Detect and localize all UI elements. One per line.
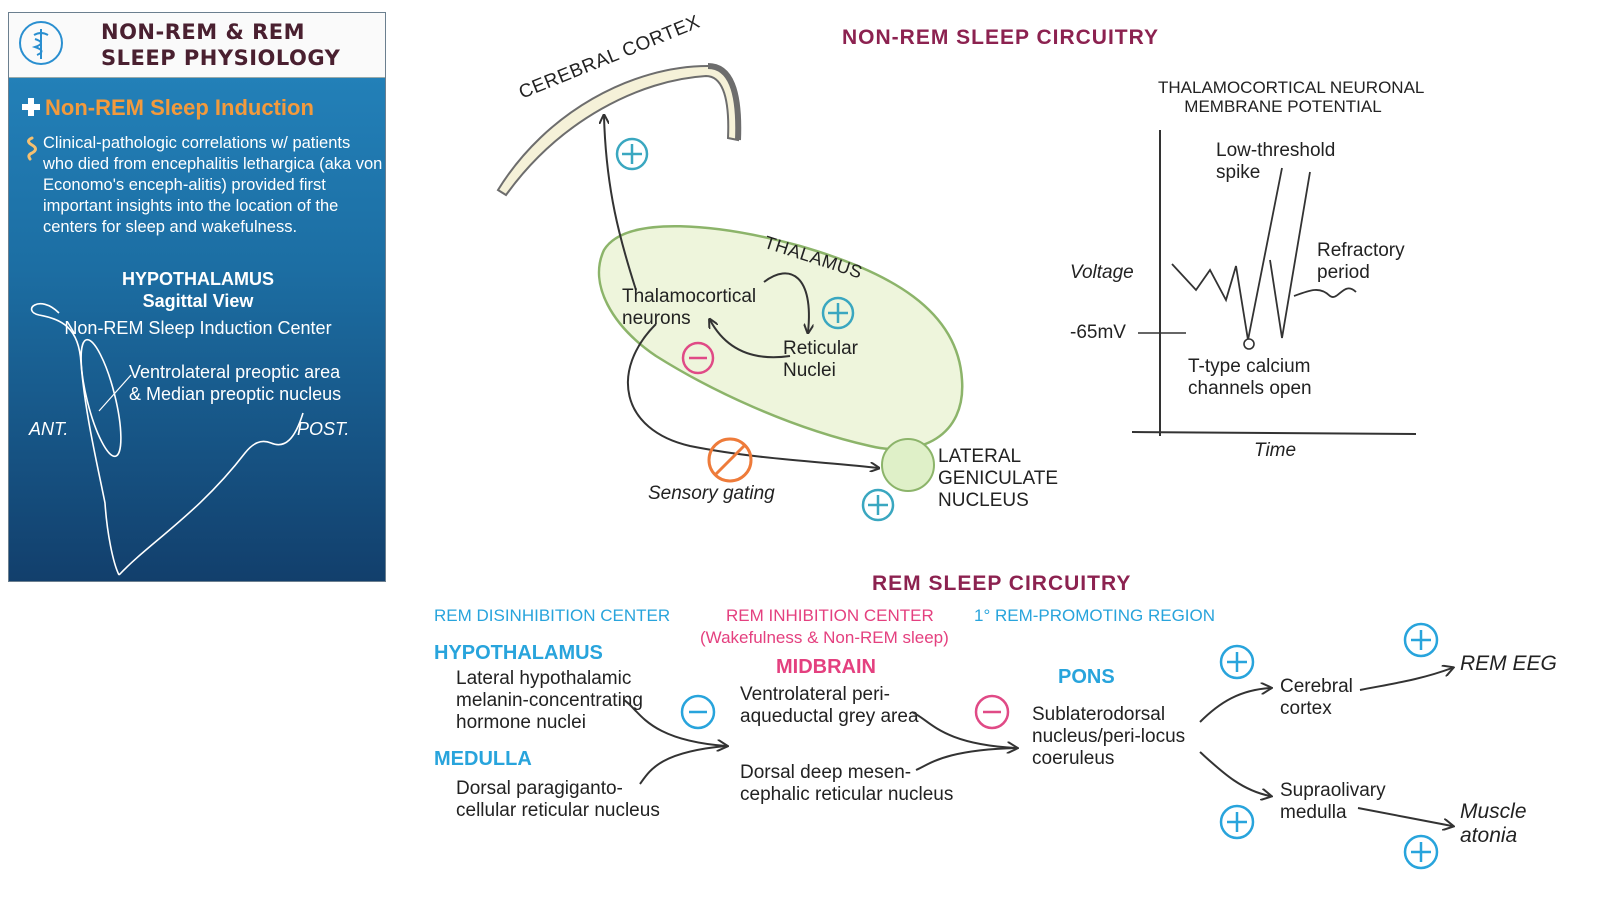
cc-line1: Cerebral <box>1280 676 1353 697</box>
graph-title-line1: THALAMOCORTICAL NEURONAL <box>1158 78 1425 97</box>
anterior-label: ANT. <box>29 419 69 439</box>
vl-line2: aqueductal grey area <box>740 706 919 727</box>
rem-eeg-label: REM EEG <box>1460 652 1557 675</box>
lh-line2: melanin-concentrating <box>456 690 643 711</box>
excitatory-icon <box>1403 834 1439 870</box>
low-threshold-spike-label: Low-threshold spike <box>1216 140 1335 184</box>
graph-title-line2: MEMBRANE POTENTIAL <box>1184 97 1382 116</box>
time-axis-label: Time <box>1254 440 1297 461</box>
excitatory-icon <box>1219 644 1255 680</box>
reticular-line2: Nuclei <box>783 360 836 381</box>
rem-inhibition-subheading: (Wakefulness & Non-REM sleep) <box>700 628 949 647</box>
muscle-atonia-label: Muscle atonia <box>1460 800 1527 848</box>
hypothalamus-title: HYPOTHALAMUS <box>122 269 274 289</box>
muscle-line2: atonia <box>1460 824 1518 847</box>
excitatory-icon <box>861 488 895 522</box>
vlpo-line1: Ventrolateral preoptic area <box>129 362 341 382</box>
sublaterodorsal-label: Sublaterodorsal nucleus/peri-locus coeru… <box>1032 704 1185 770</box>
excitatory-icon <box>615 137 649 171</box>
blocked-icon <box>707 437 753 483</box>
summary-card: NON-REM & REM SLEEP PHYSIOLOGY Non-REM S… <box>8 12 386 582</box>
plus-icon <box>22 98 40 116</box>
dd-line2: cephalic reticular nucleus <box>740 784 954 805</box>
lts-line1: Low-threshold <box>1216 140 1336 161</box>
inhibitory-icon <box>681 341 715 375</box>
lgn-line2: GENICULATE <box>938 468 1059 489</box>
inhibitory-icon <box>974 694 1010 730</box>
card-title: NON-REM & REM SLEEP PHYSIOLOGY <box>101 19 340 71</box>
excitatory-icon <box>1219 804 1255 840</box>
cc-line2: cortex <box>1280 698 1332 719</box>
t-type-calcium-label: T-type calcium channels open <box>1188 356 1312 400</box>
membrane-potential-graph <box>1131 130 1417 436</box>
excitatory-icon <box>1403 622 1439 658</box>
dpme-label: Dorsal deep mesen- cephalic reticular nu… <box>740 762 953 806</box>
supraolivary-medulla-label: Supraolivary medulla <box>1280 780 1386 824</box>
dp-line2: cellular reticular nucleus <box>456 800 660 821</box>
sagittal-view-label: Sagittal View <box>142 291 254 311</box>
so-line1: Supraolivary <box>1280 780 1386 801</box>
sagittal-hypothalamus-drawing <box>30 302 304 576</box>
info-icon <box>27 136 37 161</box>
resting-mv-label: -65mV <box>1070 322 1126 343</box>
induction-center-label: Non-REM Sleep Induction Center <box>64 318 332 338</box>
sensory-gating-label: Sensory gating <box>648 483 775 504</box>
tc-line1: Thalamocortical <box>622 286 757 307</box>
refractory-line1: Refractory <box>1317 240 1405 261</box>
lgn-line3: NUCLEUS <box>938 490 1029 511</box>
excitatory-icon <box>821 296 855 330</box>
rem-promoting-heading: 1° REM-PROMOTING REGION <box>974 606 1216 625</box>
sld-line1: Sublaterodorsal <box>1032 704 1166 725</box>
vlpo-line2: & Median preoptic nucleus <box>129 384 342 404</box>
lgn-line1: LATERAL <box>938 446 1022 467</box>
graph-title: THALAMOCORTICAL NEURONAL MEMBRANE POTENT… <box>1158 78 1425 116</box>
lh-line3: hormone nuclei <box>456 712 586 733</box>
muscle-line1: Muscle <box>1460 800 1527 823</box>
lgn-label: LATERAL GENICULATE NUCLEUS <box>938 446 1058 512</box>
section-title: Non-REM Sleep Induction <box>45 95 314 120</box>
rem-inhibition-heading: REM INHIBITION CENTER <box>726 606 934 625</box>
reticular-line1: Reticular <box>783 338 858 359</box>
dd-line1: Dorsal deep mesen- <box>740 762 912 783</box>
inhibitory-icon <box>680 694 716 730</box>
medulla-region-label: MEDULLA <box>434 748 532 770</box>
posterior-label: POST. <box>297 419 350 439</box>
refractory-period-label: Refractory period <box>1317 240 1405 284</box>
dorsal-paragigantocellular-label: Dorsal paragiganto- cellular reticular n… <box>456 778 660 822</box>
hypothalamus-region-label: HYPOTHALAMUS <box>434 642 603 664</box>
dp-line1: Dorsal paragiganto- <box>456 778 623 799</box>
so-line2: medulla <box>1280 802 1347 823</box>
midbrain-region-label: MIDBRAIN <box>776 656 876 678</box>
lts-line2: spike <box>1216 162 1261 183</box>
reticular-nuclei-label: Reticular Nuclei <box>783 338 858 382</box>
refractory-line2: period <box>1317 262 1370 283</box>
sld-line2: nucleus/peri-locus <box>1032 726 1186 747</box>
rem-disinhibition-heading: REM DISINHIBITION CENTER <box>434 606 671 625</box>
lgn-circle <box>881 438 935 492</box>
ttype-line1: T-type calcium <box>1188 356 1311 377</box>
card-title-line2: SLEEP PHYSIOLOGY <box>101 46 341 70</box>
nonrem-title: NON-REM SLEEP CIRCUITRY <box>842 26 1160 49</box>
info-text: Clinical-pathologic correlations w/ pati… <box>43 134 383 236</box>
card-header: NON-REM & REM SLEEP PHYSIOLOGY <box>9 13 385 78</box>
voltage-axis-label: Voltage <box>1070 262 1134 283</box>
lateral-hypothalamic-label: Lateral hypothalamic melanin-concentrati… <box>456 668 643 734</box>
thalamus-shape <box>597 224 964 451</box>
card-title-line1: NON-REM & REM <box>101 20 305 44</box>
pons-region-label: PONS <box>1058 666 1115 688</box>
thalamocortical-neurons-label: Thalamocortical neurons <box>622 286 756 330</box>
sld-line3: coeruleus <box>1032 748 1115 769</box>
rem-title: REM SLEEP CIRCUITRY <box>872 572 1132 595</box>
vlpo-label: Ventrolateral preoptic area & Median pre… <box>129 361 341 405</box>
cerebral-cortex-target-label: Cerebral cortex <box>1280 676 1353 720</box>
tc-line2: neurons <box>622 308 691 329</box>
caduceus-icon <box>19 21 63 65</box>
ttype-line2: channels open <box>1188 378 1312 399</box>
vlpag-label: Ventrolateral peri- aqueductal grey area <box>740 684 919 728</box>
lh-line1: Lateral hypothalamic <box>456 668 632 689</box>
vl-line1: Ventrolateral peri- <box>740 684 890 705</box>
